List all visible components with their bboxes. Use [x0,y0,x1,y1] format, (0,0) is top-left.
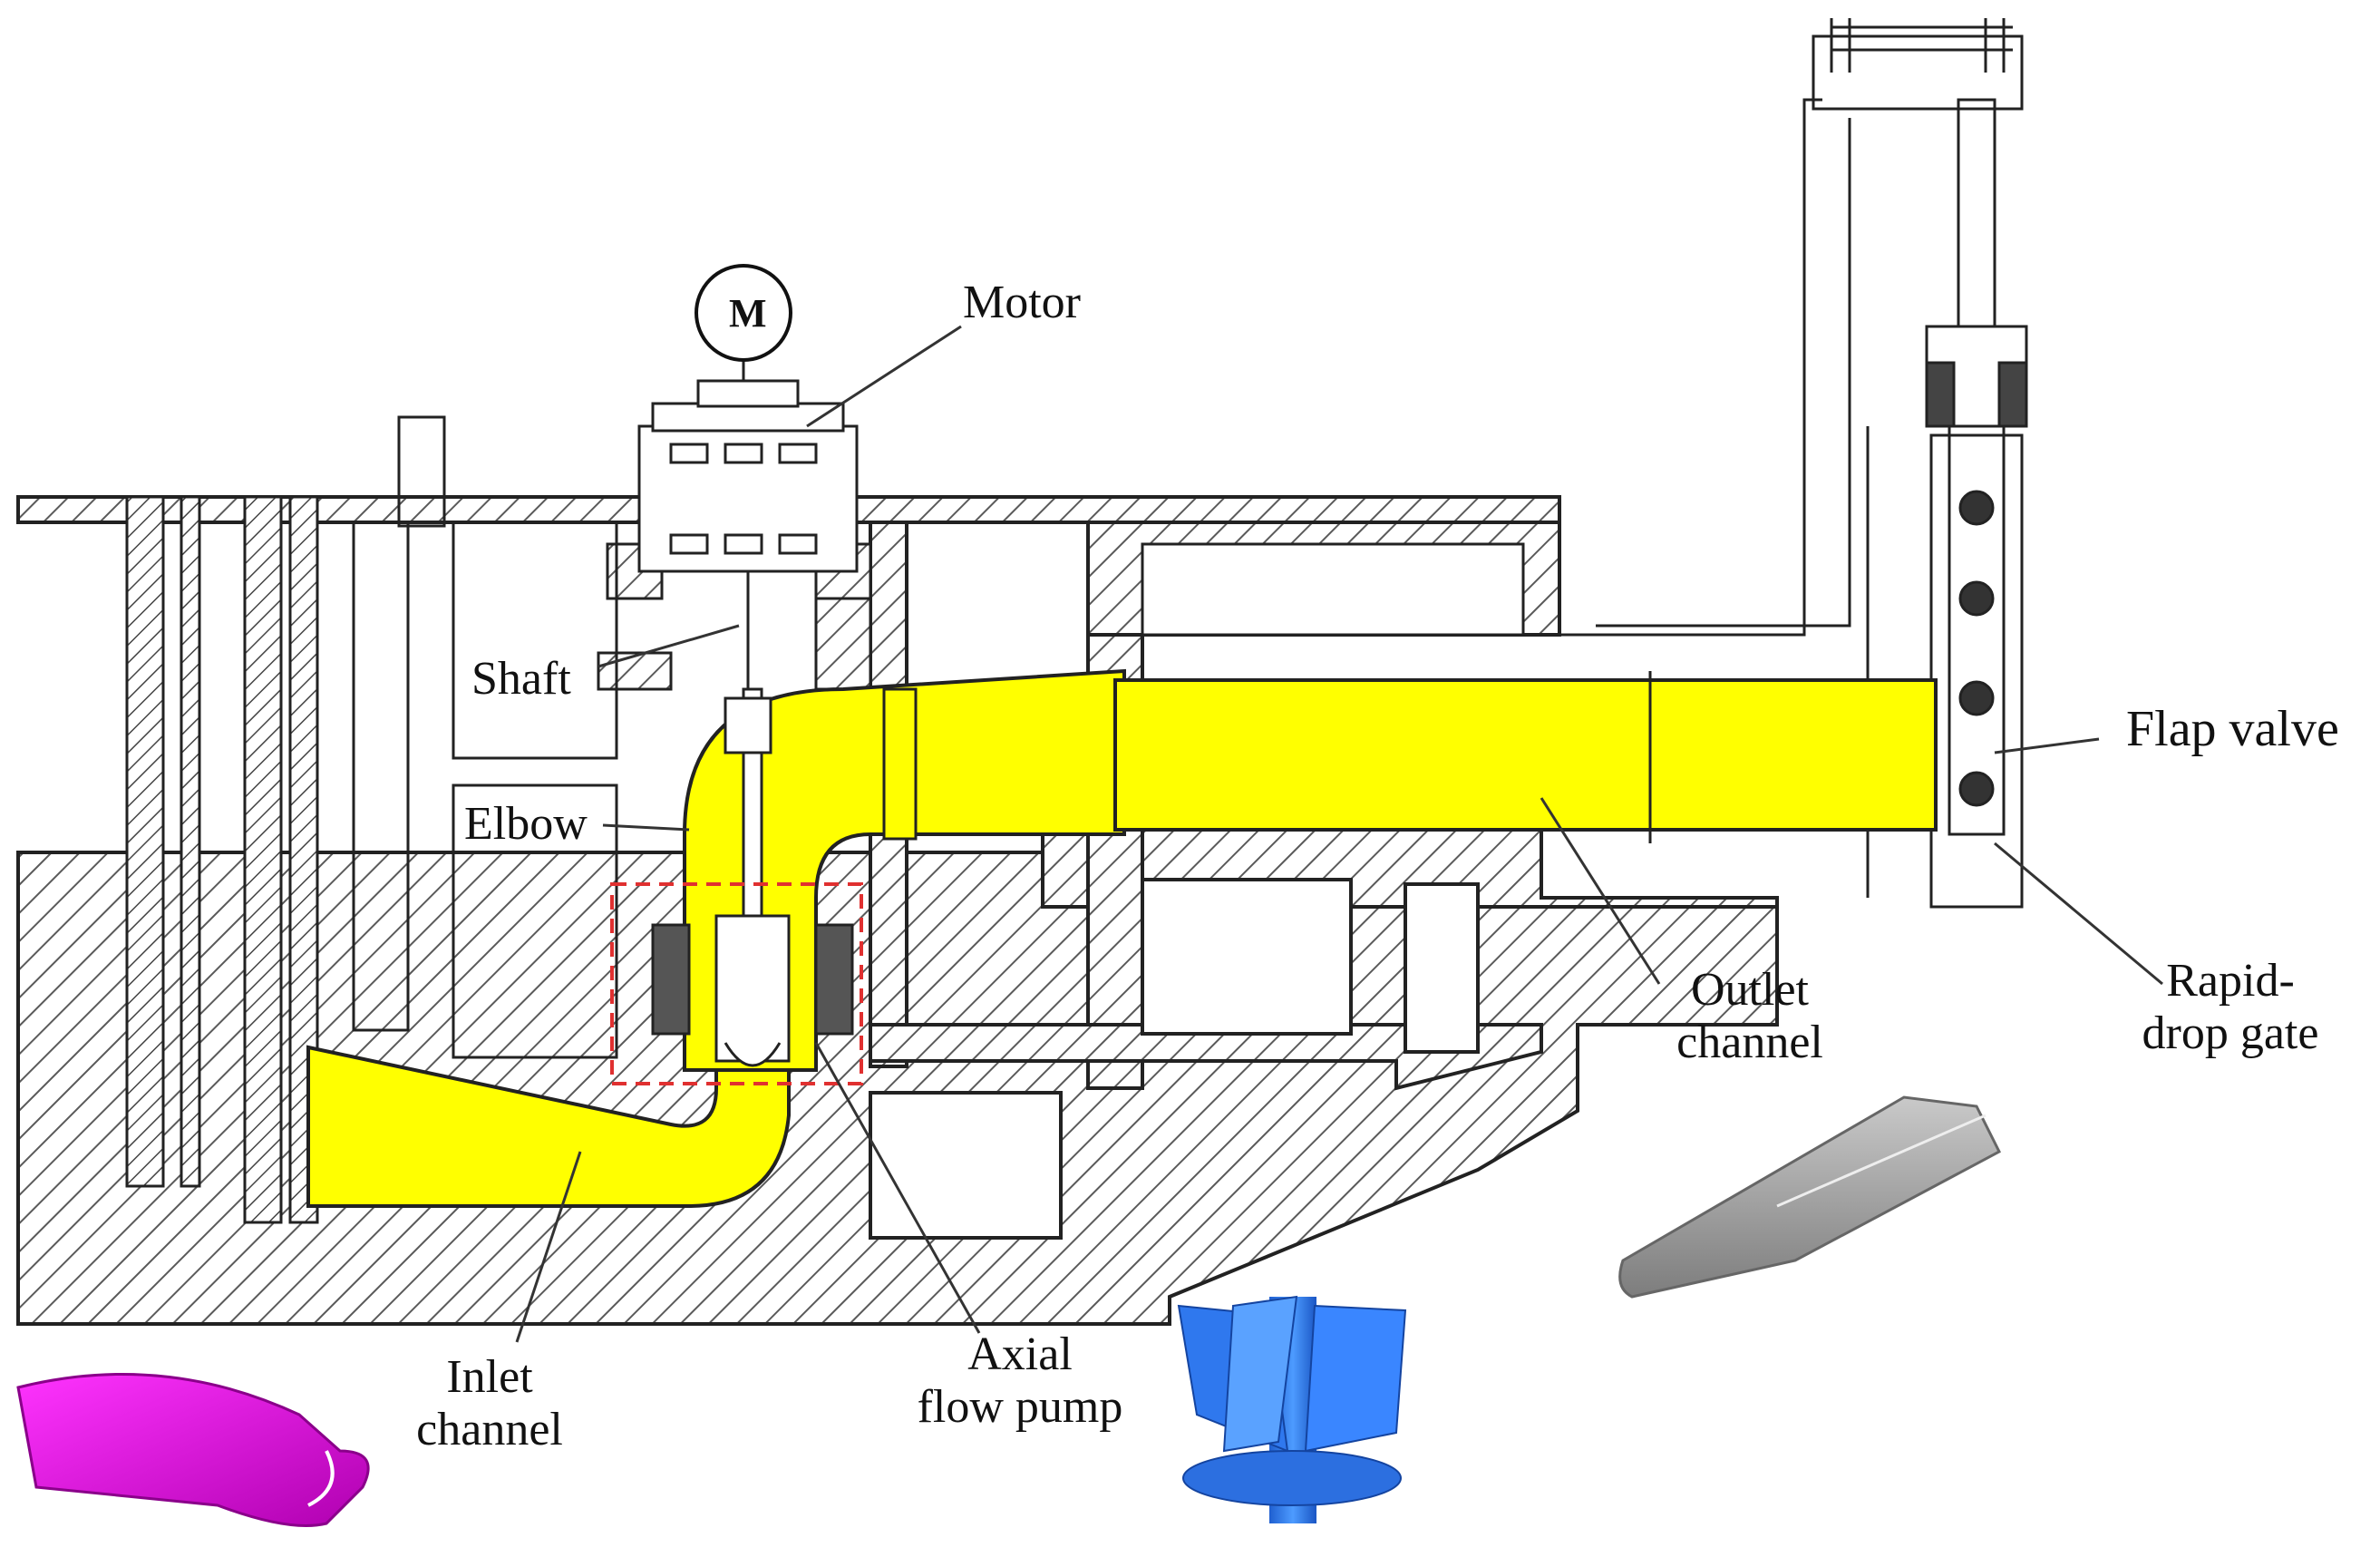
axial-flow-pump-line1: Axial [967,1328,1073,1380]
inlet-channel-line1: Inlet [446,1351,533,1403]
gate-tower [1559,18,2028,909]
motor-assembly [637,358,859,754]
motor-symbol-label: M [729,291,767,336]
inlet-channel-line2: channel [416,1404,563,1455]
flap-valve-label: Flap valve [2126,701,2339,757]
rapid-drop-gate-line1: Rapid- [2166,955,2295,1007]
outlet-channel-line2: channel [1676,1017,1823,1068]
axial-impeller-3d-model [1177,1295,1407,1523]
axial-flow-pump-line2: flow pump [917,1381,1123,1433]
motor-label: Motor [963,277,1081,328]
inlet-channel-3d-model [16,1372,370,1527]
outlet-channel-label: Outlet channel [1659,964,1841,1069]
rapid-drop-gate-line2: drop gate [2142,1007,2319,1059]
elbow-label: Elbow [464,798,588,850]
motor-symbol-circle [695,264,792,362]
rapid-drop-gate-label: Rapid- drop gate [2122,955,2339,1060]
pump-highlight-box [610,882,863,1085]
flow-passage [306,668,1938,1208]
outlet-channel-3d-model [1618,1095,2001,1299]
inlet-channel-label: Inlet channel [390,1351,589,1456]
shaft-label: Shaft [471,653,571,705]
outlet-channel-line1: Outlet [1691,964,1809,1016]
axial-flow-pump-label: Axial flow pump [898,1328,1142,1434]
leader-lines [515,325,2163,1343]
